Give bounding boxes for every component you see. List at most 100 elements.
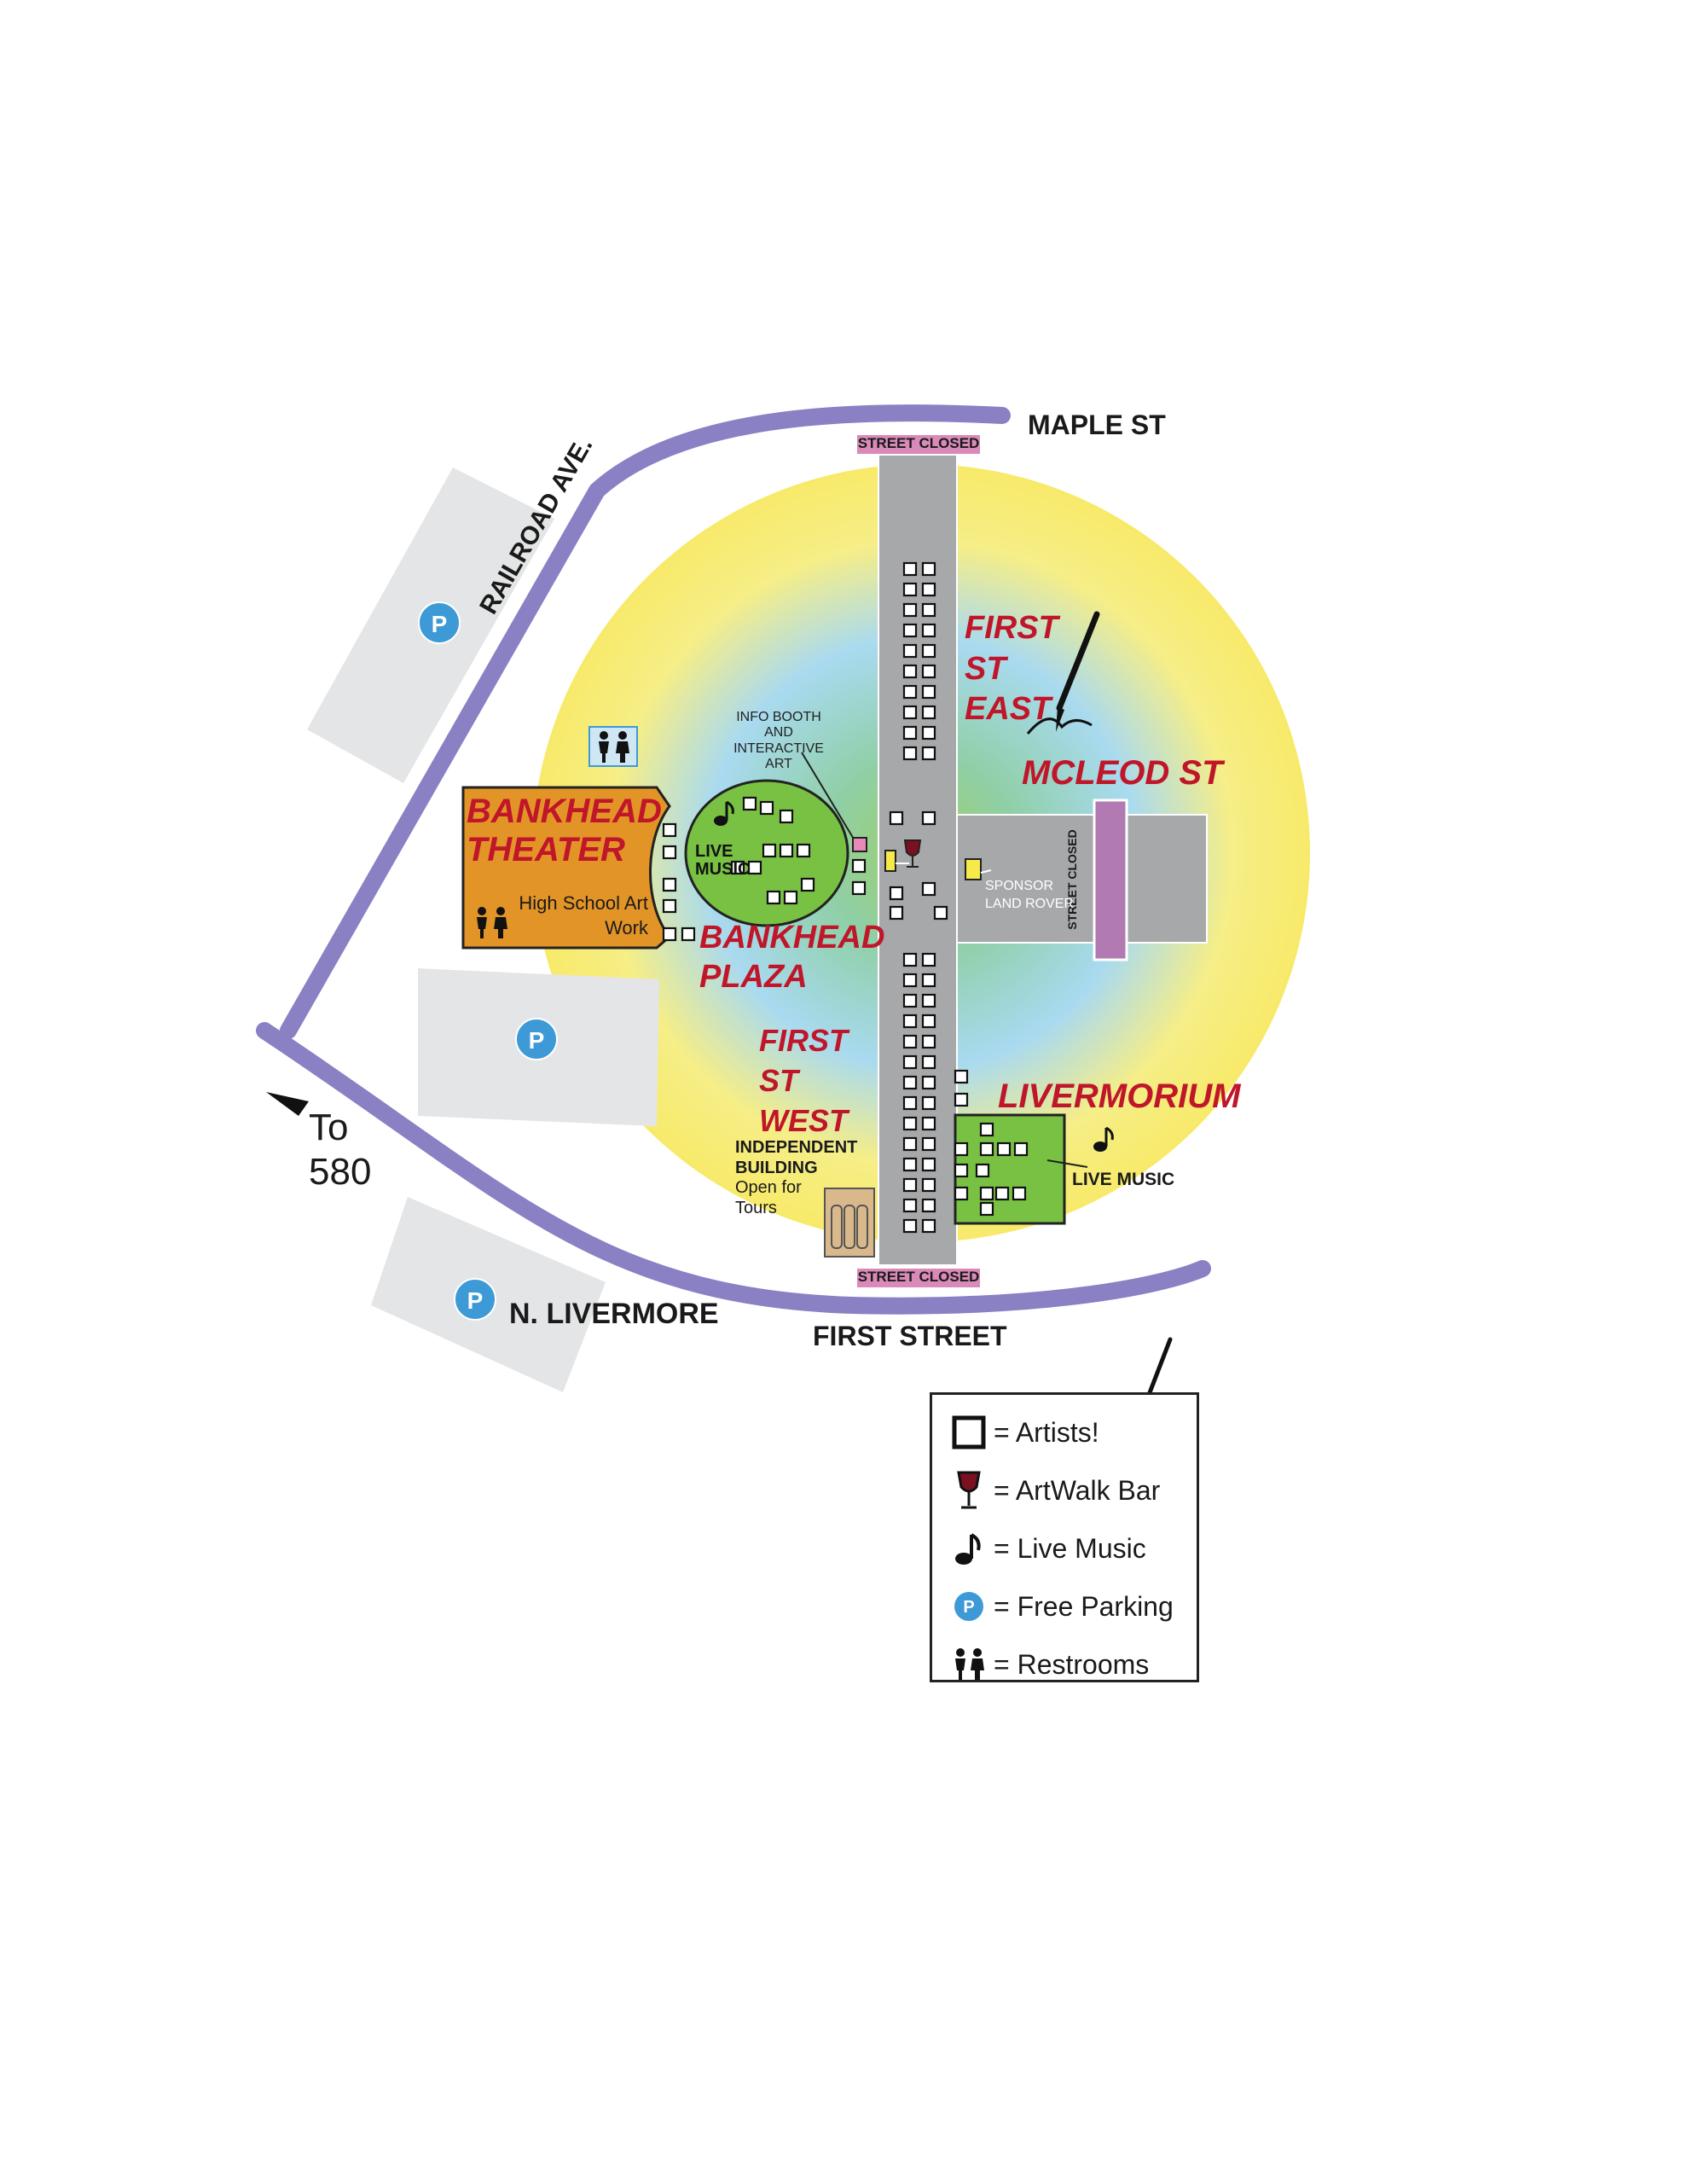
artist-booth[interactable] bbox=[902, 582, 918, 597]
artist-booth[interactable] bbox=[796, 843, 811, 858]
artist-booth[interactable] bbox=[889, 810, 904, 826]
artist-booth[interactable] bbox=[747, 860, 762, 875]
parking-icon: P bbox=[515, 1018, 558, 1060]
artist-booth[interactable] bbox=[921, 561, 936, 577]
artist-booth[interactable] bbox=[902, 993, 918, 1008]
artist-booth[interactable] bbox=[742, 796, 757, 811]
artist-booth[interactable] bbox=[996, 1141, 1012, 1157]
artist-booth[interactable] bbox=[975, 1163, 990, 1178]
artist-booth[interactable] bbox=[979, 1186, 994, 1201]
artist-booth[interactable] bbox=[921, 1054, 936, 1070]
artist-booth[interactable] bbox=[889, 905, 904, 921]
artist-booth[interactable] bbox=[766, 890, 781, 905]
artist-booth[interactable] bbox=[662, 877, 677, 892]
artist-booth[interactable] bbox=[762, 843, 777, 858]
artist-booth[interactable] bbox=[921, 1034, 936, 1049]
artist-booth[interactable] bbox=[954, 1141, 969, 1157]
artist-booth[interactable] bbox=[979, 1201, 994, 1217]
livermorium-live-music-label: LIVE MUSIC bbox=[1072, 1170, 1175, 1189]
artist-booth[interactable] bbox=[902, 684, 918, 700]
artist-booth[interactable] bbox=[662, 845, 677, 860]
artist-booth[interactable] bbox=[902, 1116, 918, 1131]
artist-booth[interactable] bbox=[954, 1092, 969, 1107]
artist-booth[interactable] bbox=[889, 886, 904, 901]
legend-label-artists: = Artists! bbox=[994, 1416, 1099, 1448]
artist-booth[interactable] bbox=[662, 822, 677, 838]
artist-booth[interactable] bbox=[662, 898, 677, 914]
artist-booth[interactable] bbox=[902, 1136, 918, 1152]
restroom-icon[interactable] bbox=[588, 726, 638, 767]
artist-booth[interactable] bbox=[921, 623, 936, 638]
artist-booth[interactable] bbox=[902, 1218, 918, 1234]
artist-booth[interactable] bbox=[994, 1186, 1010, 1201]
artist-booth[interactable] bbox=[954, 1186, 969, 1201]
artist-booth[interactable] bbox=[933, 905, 948, 921]
artist-booth[interactable] bbox=[902, 952, 918, 967]
artist-booth[interactable] bbox=[902, 664, 918, 679]
artist-booth[interactable] bbox=[921, 1095, 936, 1111]
artist-booth[interactable] bbox=[851, 858, 867, 874]
street-closed-label: STREET CLOSED bbox=[857, 1269, 980, 1285]
artist-booth[interactable] bbox=[921, 881, 936, 897]
artist-booth[interactable] bbox=[921, 1177, 936, 1193]
artist-booth[interactable] bbox=[921, 1075, 936, 1090]
artist-booth[interactable] bbox=[921, 1136, 936, 1152]
artist-booth[interactable] bbox=[921, 725, 936, 741]
artist-booth[interactable] bbox=[730, 860, 745, 875]
artist-booth[interactable] bbox=[800, 877, 815, 892]
artist-booth[interactable] bbox=[662, 926, 677, 942]
independent-building-door-1 bbox=[831, 1205, 843, 1249]
artist-booth[interactable] bbox=[921, 973, 936, 988]
artist-booth[interactable] bbox=[902, 973, 918, 988]
artist-booth[interactable] bbox=[902, 1034, 918, 1049]
artist-booth[interactable] bbox=[921, 810, 936, 826]
artist-booth[interactable] bbox=[681, 926, 696, 942]
artist-booth[interactable] bbox=[921, 643, 936, 659]
artist-booth[interactable] bbox=[902, 602, 918, 618]
artist-booth[interactable] bbox=[902, 1177, 918, 1193]
artist-booth[interactable] bbox=[921, 952, 936, 967]
artist-booth[interactable] bbox=[902, 643, 918, 659]
artist-booth[interactable] bbox=[921, 1014, 936, 1029]
artist-booth[interactable] bbox=[779, 809, 794, 824]
artist-booth[interactable] bbox=[902, 725, 918, 741]
artist-booth[interactable] bbox=[902, 1157, 918, 1172]
artist-booth[interactable] bbox=[921, 1116, 936, 1131]
artist-booth[interactable] bbox=[902, 1075, 918, 1090]
artist-booth[interactable] bbox=[902, 746, 918, 761]
artist-booth[interactable] bbox=[921, 746, 936, 761]
artist-booth[interactable] bbox=[783, 890, 798, 905]
artist-booth[interactable] bbox=[921, 993, 936, 1008]
artist-booth[interactable] bbox=[902, 1054, 918, 1070]
artist-booth[interactable] bbox=[921, 582, 936, 597]
artist-booth[interactable] bbox=[902, 1014, 918, 1029]
restroom-icon bbox=[949, 1644, 988, 1685]
artist-booth[interactable] bbox=[921, 602, 936, 618]
artist-booth[interactable] bbox=[979, 1141, 994, 1157]
artist-booth[interactable] bbox=[954, 1163, 969, 1178]
artist-booth[interactable] bbox=[921, 1157, 936, 1172]
artist-booth[interactable] bbox=[851, 880, 867, 896]
sponsor-label: SPONSOR LAND ROVER bbox=[985, 879, 1075, 911]
artist-booth[interactable] bbox=[921, 705, 936, 720]
artist-booth[interactable] bbox=[921, 1218, 936, 1234]
independent-building[interactable] bbox=[824, 1188, 875, 1258]
artist-booth[interactable] bbox=[902, 1198, 918, 1213]
info-booth[interactable] bbox=[852, 837, 867, 852]
bar-marker bbox=[884, 850, 896, 872]
artist-booth[interactable] bbox=[921, 684, 936, 700]
livermorium-area[interactable] bbox=[954, 1113, 1066, 1225]
artist-booth[interactable] bbox=[779, 843, 794, 858]
artist-booth[interactable] bbox=[921, 664, 936, 679]
artist-booth[interactable] bbox=[1013, 1141, 1029, 1157]
artist-booth[interactable] bbox=[979, 1122, 994, 1137]
artist-booth[interactable] bbox=[1012, 1186, 1027, 1201]
artist-booth[interactable] bbox=[759, 800, 774, 816]
artist-booth[interactable] bbox=[921, 1198, 936, 1213]
artist-booth[interactable] bbox=[954, 1069, 969, 1084]
artist-booth[interactable] bbox=[902, 1095, 918, 1111]
artist-booth[interactable] bbox=[902, 705, 918, 720]
restroom-icon[interactable] bbox=[477, 907, 507, 938]
artist-booth[interactable] bbox=[902, 561, 918, 577]
artist-booth[interactable] bbox=[902, 623, 918, 638]
